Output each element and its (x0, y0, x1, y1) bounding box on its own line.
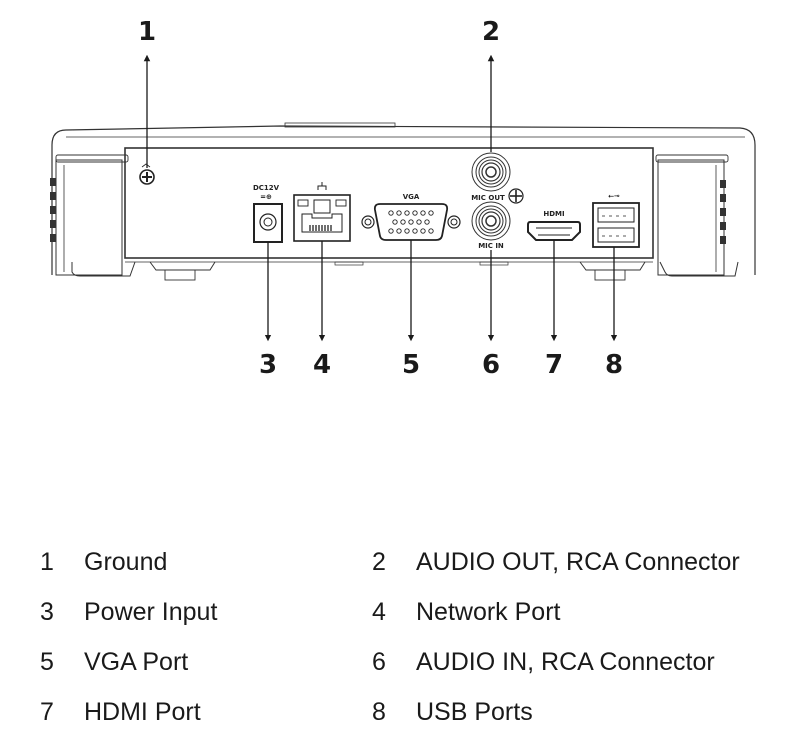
legend-item-hdmi-port: 7 HDMI Port (40, 698, 201, 727)
legend-number: 4 (372, 598, 386, 626)
callout-number-2: 2 (482, 17, 500, 47)
legend-number: 1 (40, 548, 54, 576)
vent-slots-right (720, 180, 726, 244)
legend-item-audio-in: 6 AUDIO IN, RCA Connector (372, 648, 715, 677)
vga-port-label: VGA (403, 193, 420, 201)
callout-arrows (143, 54, 618, 342)
vga-port: VGA (361, 193, 461, 241)
callout-number-7: 7 (545, 350, 563, 380)
callout-number-6: 6 (482, 350, 500, 380)
rear-panel-diagram: DC12V =⊕ VGA (50, 17, 756, 380)
device-body (51, 122, 756, 281)
vent-slots-left (50, 178, 56, 242)
legend-number: 2 (372, 548, 386, 576)
callout-number-3: 3 (259, 350, 277, 380)
network-icon (317, 182, 327, 190)
audio-out-rca-port: MIC OUT (471, 152, 524, 204)
legend-item-ground: 1 Ground (40, 548, 167, 577)
legend-item-network-port: 4 Network Port (372, 598, 560, 627)
power-port-label: DC12V (253, 184, 280, 192)
legend-label: Power Input (84, 598, 218, 626)
usb-icon: ⭠⊸ (608, 192, 620, 200)
usb-ports: ⭠⊸ (592, 192, 640, 248)
legend-label: AUDIO IN, RCA Connector (416, 648, 715, 676)
legend-label: VGA Port (84, 648, 189, 676)
audio-in-rca-port: MIC IN (471, 201, 511, 250)
hdmi-port: HDMI (527, 210, 581, 241)
hdmi-port-label: HDMI (543, 210, 564, 218)
legend-label: HDMI Port (84, 698, 201, 726)
legend-number: 7 (40, 698, 54, 726)
legend-item-vga-port: 5 VGA Port (40, 648, 188, 677)
legend-label: USB Ports (416, 698, 533, 726)
power-input-port: DC12V =⊕ (253, 184, 283, 243)
legend-label: AUDIO OUT, RCA Connector (416, 548, 740, 576)
mic-in-label: MIC IN (478, 242, 504, 250)
ground-symbol-icon (508, 188, 524, 204)
callout-number-1: 1 (138, 17, 156, 47)
legend-number: 3 (40, 598, 54, 626)
legend-number: 8 (372, 698, 386, 726)
callout-number-5: 5 (402, 350, 420, 380)
legend-label: Network Port (416, 598, 561, 626)
network-port (293, 182, 351, 242)
legend-label: Ground (84, 548, 168, 576)
dc-polarity-symbol: =⊕ (260, 193, 272, 201)
mic-out-label: MIC OUT (471, 194, 505, 202)
callout-number-8: 8 (605, 350, 623, 380)
legend-item-usb-ports: 8 USB Ports (372, 698, 533, 727)
legend-number: 6 (372, 648, 386, 676)
callout-number-4: 4 (313, 350, 331, 380)
legend-item-audio-out: 2 AUDIO OUT, RCA Connector (372, 548, 740, 577)
legend-number: 5 (40, 648, 54, 676)
ground-screw-icon (139, 163, 155, 185)
legend-item-power-input: 3 Power Input (40, 598, 217, 627)
